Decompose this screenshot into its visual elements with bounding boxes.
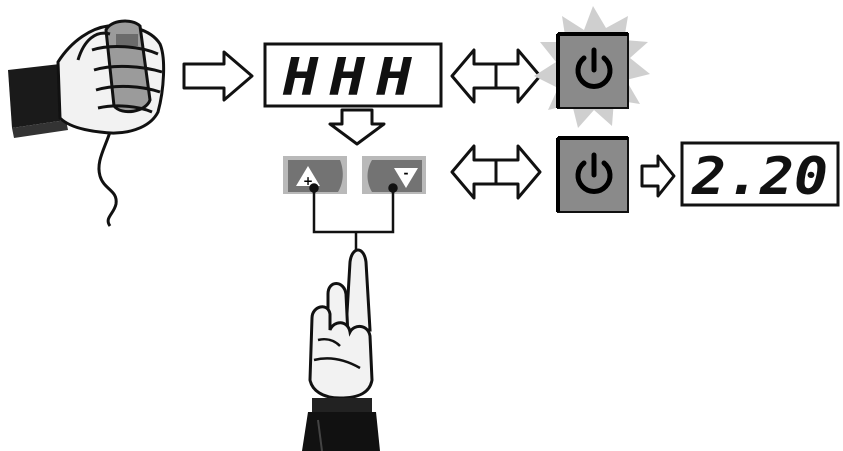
up-triangle-icon: [296, 166, 320, 186]
arrow-to-display-icon: [182, 50, 254, 102]
hand-holding-remote-icon: [8, 19, 166, 227]
top-display: HHH: [263, 42, 443, 108]
arrow-down-icon: [328, 108, 386, 146]
connector-lines: [309, 183, 398, 262]
up-button-symbol: +: [303, 174, 313, 188]
power-button-active: [534, 6, 650, 128]
power-button: [556, 136, 629, 213]
value-display-text: 2.20: [691, 147, 828, 207]
pointing-finger-icon: [302, 248, 380, 451]
top-display-text: HHH: [282, 48, 423, 108]
double-arrow-bottom-icon: [450, 144, 542, 200]
arrow-to-value-icon: [640, 154, 676, 198]
power-icon: [575, 152, 613, 194]
power-icon: [575, 47, 613, 89]
double-arrow-top-icon: [450, 48, 542, 104]
down-button[interactable]: -: [362, 156, 426, 194]
down-triangle-icon: [394, 168, 418, 188]
value-display: 2.20: [680, 141, 840, 207]
down-button-symbol: -: [404, 166, 409, 180]
